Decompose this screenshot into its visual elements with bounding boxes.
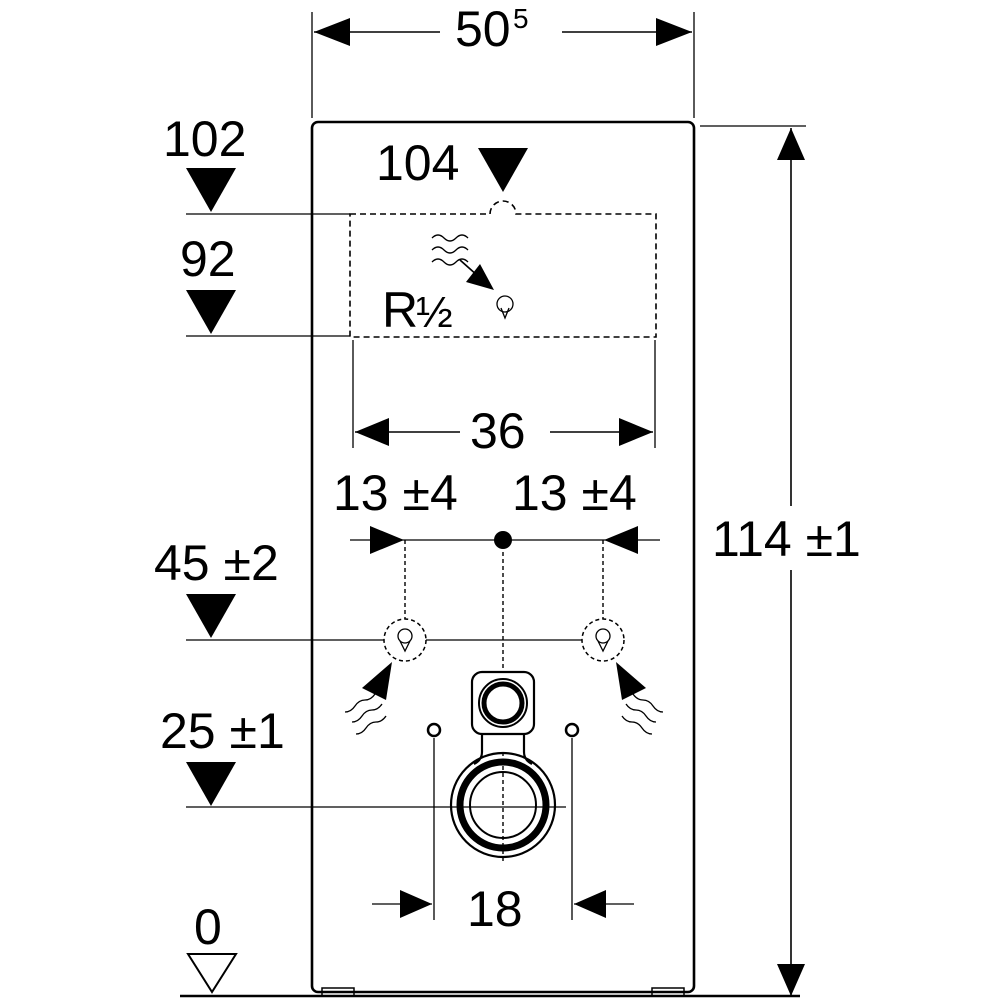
level-92-marker: 92 — [180, 231, 350, 337]
offset-left-label: 13 ±4 — [333, 465, 458, 521]
level-45-label: 45 ±2 — [154, 535, 279, 591]
level-102-label: 102 — [163, 111, 246, 167]
floor-level-marker: 0 — [180, 899, 800, 998]
mounting-bolts — [426, 722, 580, 920]
flush-pipe — [470, 670, 536, 765]
frame-outline — [310, 120, 696, 994]
thread-fraction: ½ — [416, 288, 453, 337]
height-dimension: 114 ±1 — [700, 125, 861, 996]
level-92-label: 92 — [180, 231, 236, 287]
level-25-marker: 25 ±1 — [160, 703, 566, 808]
valve-icon — [496, 295, 514, 320]
width-label-superscript: 5 — [513, 3, 529, 34]
thread-label: R — [382, 282, 418, 338]
width-dimension: 50 5 — [311, 1, 695, 118]
level-45-marker: 45 ±2 — [154, 535, 620, 641]
water-connection-right — [581, 618, 625, 662]
bolt-spacing-label: 18 — [467, 881, 523, 937]
center-point — [494, 531, 512, 549]
offset-right-label: 13 ±4 — [512, 465, 637, 521]
height-label: 114 ±1 — [712, 511, 861, 567]
cistern-width-dimension: 36 — [352, 340, 656, 459]
floor-level-label: 0 — [194, 899, 222, 955]
level-102-marker: 102 — [163, 111, 350, 215]
water-supply-arrow-right — [616, 662, 664, 735]
width-label: 50 — [455, 1, 511, 57]
level-104-marker: 104 — [376, 135, 528, 192]
offset-dimensions: 13 ±4 13 ±4 — [333, 465, 660, 672]
bolt-spacing-dimension: 18 — [372, 881, 634, 937]
water-supply-arrow-left — [344, 662, 392, 735]
level-104-label: 104 — [376, 135, 459, 191]
water-connection-left — [383, 618, 427, 662]
water-supply-icon — [431, 234, 494, 290]
cistern-width-label: 36 — [470, 403, 526, 459]
cistern-outline — [349, 200, 657, 338]
level-25-label: 25 ±1 — [160, 703, 285, 759]
